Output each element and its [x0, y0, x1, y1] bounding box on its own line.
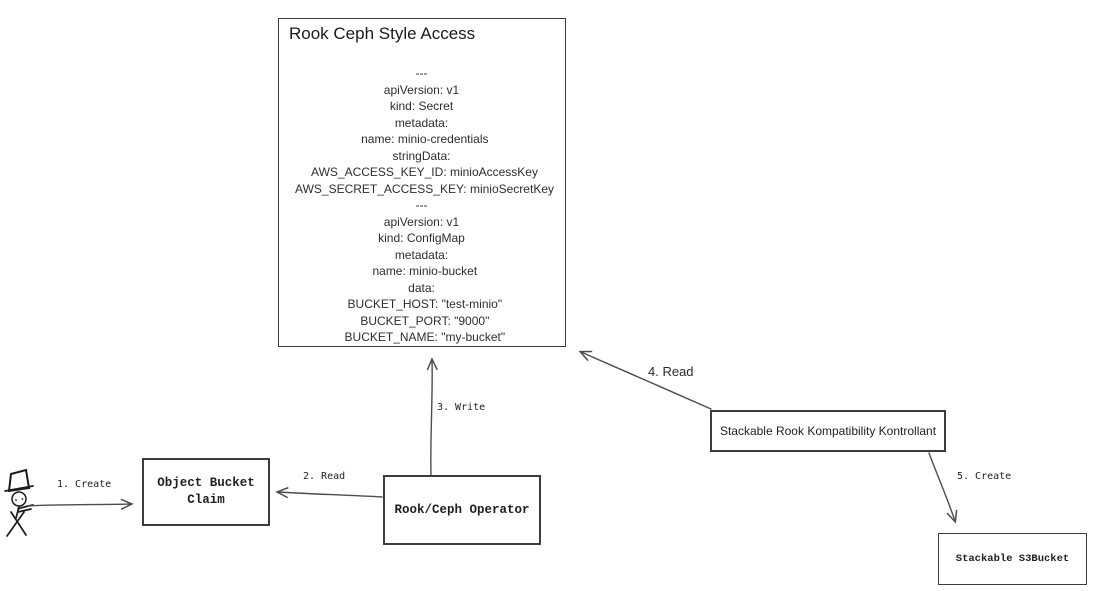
edge-write-access-arrow — [426, 357, 438, 477]
edge-label-create-obc: 1. Create — [57, 479, 112, 490]
node-rook-ceph-style-access: Rook Ceph Style Access --- apiVersion: v… — [278, 18, 566, 347]
yaml-manifest-text: --- apiVersion: v1 kind: Secret metadata… — [295, 66, 554, 344]
node-object-bucket-claim-label: Object Bucket Claim — [157, 476, 255, 507]
node-stackable-s3bucket: Stackable S3Bucket — [938, 533, 1087, 585]
edge-read-obc-arrow — [275, 486, 383, 499]
edge-read-access-arrow — [578, 350, 712, 410]
node-rook-ceph-operator: Rook/Ceph Operator — [383, 475, 541, 545]
edge-create-s3bucket-arrow — [928, 452, 958, 524]
node-stackable-s3bucket-label: Stackable S3Bucket — [955, 553, 1070, 565]
node-object-bucket-claim: Object Bucket Claim — [142, 458, 270, 526]
edge-create-obc-arrow — [27, 498, 134, 510]
user-stick-figure-icon — [4, 468, 34, 537]
node-stackable-kontrollant: Stackable Rook Kompatibility Kontrollant — [710, 410, 946, 452]
edge-label-create-s3bucket: 5. Create — [957, 471, 1012, 482]
node-rook-ceph-style-access-title: Rook Ceph Style Access — [289, 24, 476, 43]
edge-label-write-access: 3. Write — [437, 402, 486, 413]
node-rook-ceph-operator-label: Rook/Ceph Operator — [394, 503, 530, 517]
edge-label-read-obc: 2. Read — [303, 471, 346, 482]
node-stackable-kontrollant-label: Stackable Rook Kompatibility Kontrollant — [719, 424, 937, 438]
edge-label-read-access: 4. Read — [648, 364, 694, 379]
